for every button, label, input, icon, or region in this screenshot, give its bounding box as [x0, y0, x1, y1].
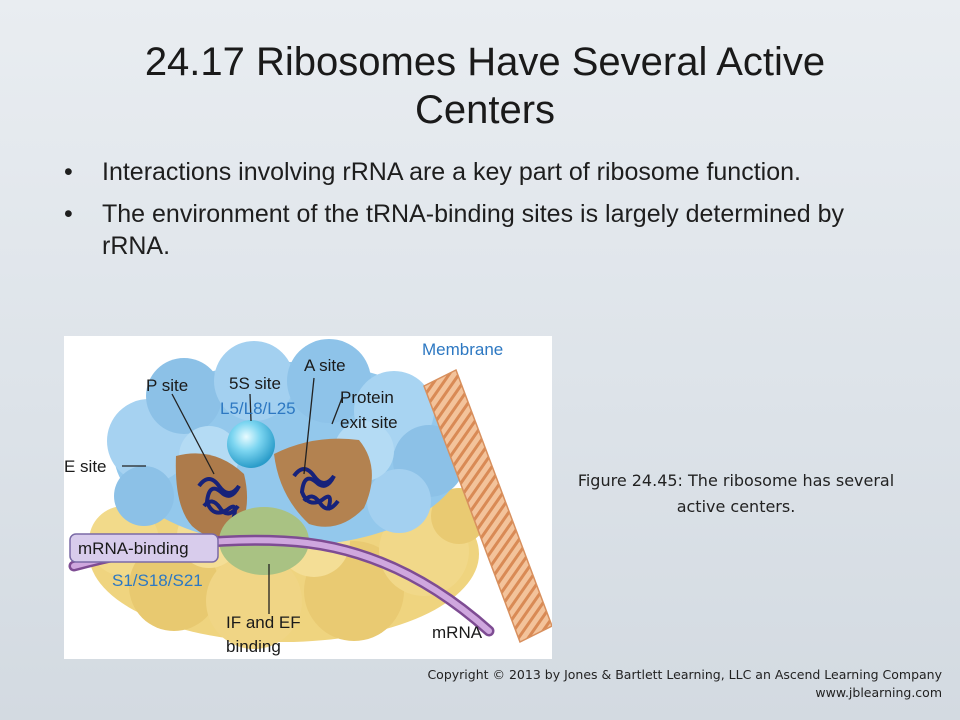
copyright-footer: Copyright © 2013 by Jones & Bartlett Lea… [422, 666, 942, 702]
leader-lines [122, 377, 343, 614]
five-s-sphere [227, 420, 275, 468]
if-ef-label-line1: IF and EF [226, 613, 301, 632]
if-ef-label-line2: binding [226, 637, 281, 656]
s1-s18-s21-label: S1/S18/S21 [112, 571, 203, 590]
ribosome-figure: Membrane P site 5S site L5/L8/L25 A site… [64, 336, 552, 659]
bullet-marker: • [64, 158, 73, 186]
membrane-label: Membrane [422, 340, 503, 359]
l5-l8-l25-label: L5/L8/L25 [220, 399, 296, 418]
figure-caption: Figure 24.45: The ribosome has several a… [577, 471, 895, 516]
slide-title: 24.17 Ribosomes Have Several Active Cent… [144, 40, 826, 132]
membrane-helix [423, 368, 552, 644]
bullet-list: • Interactions involving rRNA are a key … [62, 156, 912, 272]
e-site-label: E site [64, 457, 107, 476]
protein-exit-label-line2: exit site [340, 413, 398, 432]
mrna-label: mRNA [432, 623, 483, 642]
trna-coils [197, 467, 340, 521]
website-link[interactable]: www.jblearning.com [815, 685, 942, 700]
five-s-site-label: 5S site [229, 374, 281, 393]
bullet-marker: • [64, 200, 73, 228]
bullet-item: • The environment of the tRNA-binding si… [62, 198, 912, 262]
copyright-text: Copyright © 2013 by Jones & Bartlett Lea… [427, 667, 942, 682]
protein-exit-label-line1: Protein [340, 388, 394, 407]
ribosome-illustration: Membrane P site 5S site L5/L8/L25 A site… [64, 339, 552, 656]
bullet-text: The environment of the tRNA-binding site… [102, 200, 845, 260]
mrna-binding-label: mRNA-binding [78, 539, 189, 558]
mrna-binding-box [69, 533, 219, 563]
bullet-text: Interactions involving rRNA are a key pa… [102, 158, 801, 186]
a-site-label: A site [304, 356, 346, 375]
bullet-item: • Interactions involving rRNA are a key … [62, 156, 912, 188]
p-site-label: P site [146, 376, 188, 395]
